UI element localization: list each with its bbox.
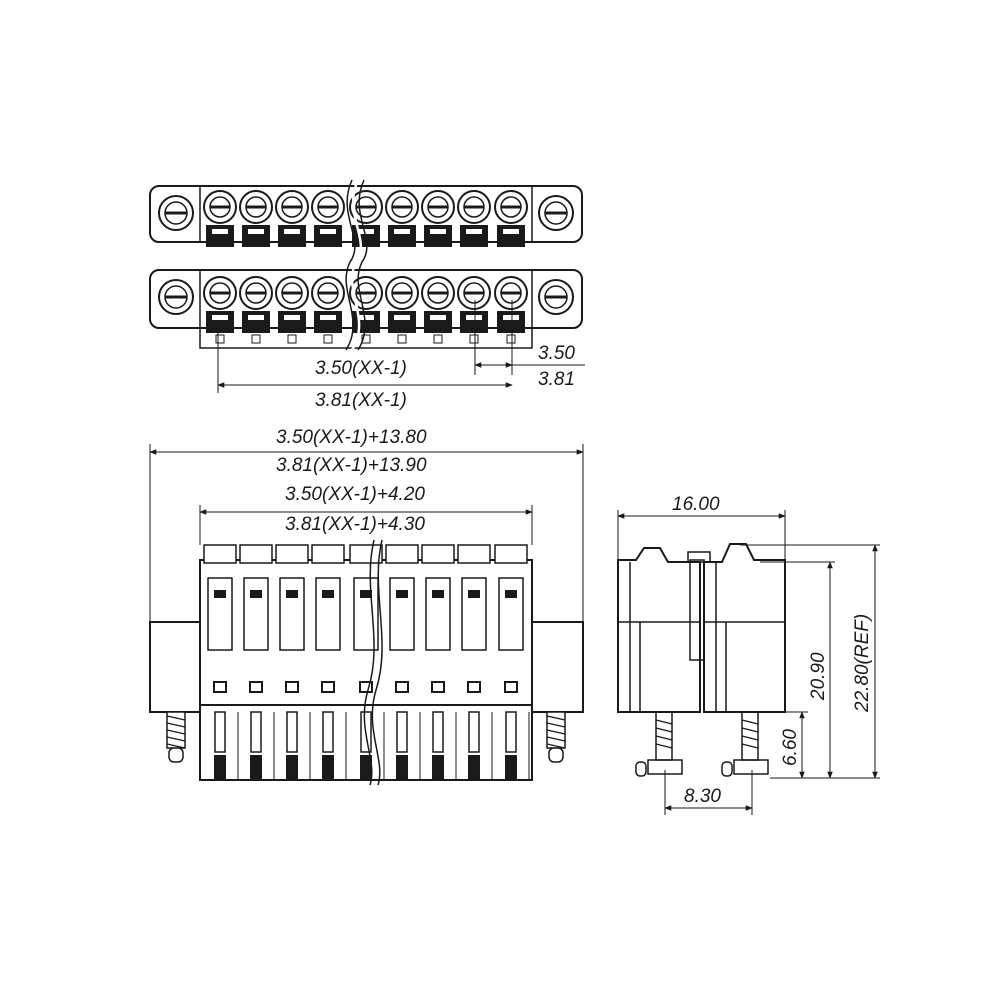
side-view: 16.00 8.30 6.60: [617, 494, 880, 815]
terminal-screw: [203, 190, 237, 247]
front-terminal: [239, 544, 273, 779]
terminal-screw: [494, 190, 528, 247]
inner-350-label: 3.50(XX-1)+4.20: [285, 484, 425, 505]
front-view: 3.50(XX-1)+13.80 3.81(XX-1)+13.90 3.50(X…: [149, 427, 584, 786]
break-line: [350, 179, 362, 351]
pin-height-label: 6.60: [780, 729, 801, 766]
front-terminal: [349, 544, 383, 779]
terminal-screw: [457, 190, 491, 247]
mounting-hole: [538, 195, 574, 231]
terminal-screw: [275, 190, 309, 247]
terminal-screw: [385, 276, 419, 344]
overall-350-label: 3.50(XX-1)+13.80: [276, 427, 427, 448]
terminal-screw: [421, 276, 455, 344]
terminal-screw: [203, 276, 237, 344]
terminal-screw: [421, 190, 455, 247]
front-terminal: [203, 544, 237, 779]
top-view: 3.50 3.81 3.50(XX-1) 3.81(XX-1): [149, 179, 585, 411]
terminal-screw: [275, 276, 309, 344]
front-terminal: [457, 544, 491, 779]
front-bolt: [546, 711, 566, 763]
front-terminal: [311, 544, 345, 779]
total-pitch-350-label: 3.50(XX-1): [315, 358, 407, 379]
pitch-381-label: 3.81: [538, 369, 575, 390]
front-terminal: [421, 544, 455, 779]
terminal-screw: [311, 190, 345, 247]
height-ref-label: 22.80(REF): [852, 614, 873, 713]
front-terminal: [275, 544, 309, 779]
front-bolt: [166, 711, 186, 763]
mounting-hole: [158, 195, 194, 231]
overall-381-label: 3.81(XX-1)+13.90: [276, 455, 427, 476]
mounting-hole: [538, 279, 574, 315]
top-view-row-upper: [149, 185, 583, 247]
front-terminal: [494, 544, 528, 779]
terminal-screw: [494, 276, 528, 344]
mounting-hole: [158, 279, 194, 315]
top-view-row-lower: [149, 269, 583, 349]
terminal-screw: [239, 190, 273, 247]
spacing-label: 8.30: [684, 786, 721, 807]
terminal-screw: [349, 276, 383, 344]
pitch-350-label: 3.50: [538, 343, 575, 364]
total-pitch-381-label: 3.81(XX-1): [315, 390, 407, 411]
inner-381-label: 3.81(XX-1)+4.30: [285, 514, 425, 535]
height-label: 20.90: [808, 652, 829, 701]
front-terminal: [385, 544, 419, 779]
terminal-screw: [311, 276, 345, 344]
terminal-screw: [239, 276, 273, 344]
terminal-screw: [385, 190, 419, 247]
terminal-screw: [457, 276, 491, 344]
width-label: 16.00: [672, 494, 720, 515]
